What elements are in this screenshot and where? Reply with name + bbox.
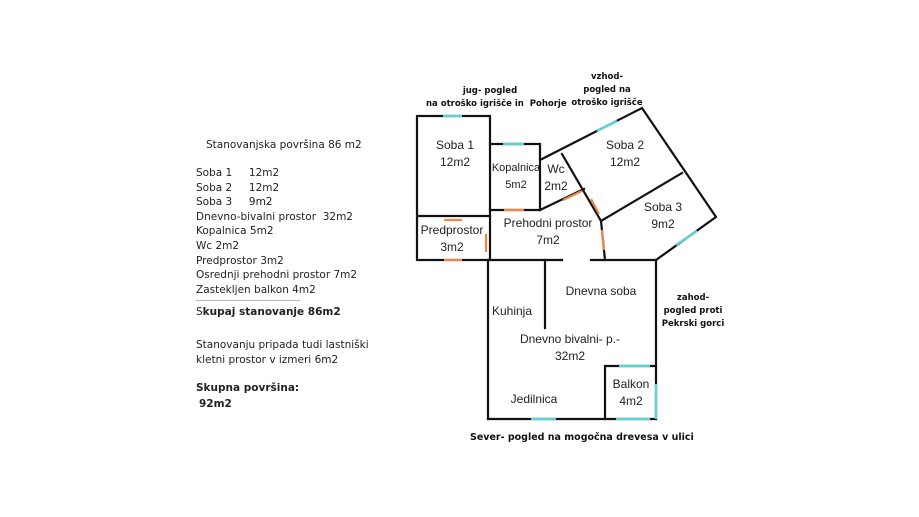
- room-dnevna-soba: Dnevna soba: [560, 283, 642, 300]
- room-wc: Wc 2m2: [540, 161, 572, 195]
- room-area: 32m2: [554, 349, 586, 363]
- room-name: Predprostor: [420, 223, 484, 237]
- room-soba2: Soba 2 12m2: [594, 137, 656, 171]
- room-area: 5m2: [505, 179, 527, 191]
- area-item-prehodni: Osrednji prehodni prostor 7m2: [196, 269, 358, 282]
- total-living-area: Skupaj stanovanje 86m2: [196, 305, 341, 320]
- grand-total-label: Skupna površina:: [196, 382, 300, 394]
- south-line1: jug- pogled: [462, 86, 518, 96]
- room-area: 9m2: [651, 217, 675, 231]
- basement-note-line1: Stanovanju pripada tudi lastniški: [196, 339, 369, 351]
- wall-wc-soba2: [560, 152, 603, 223]
- area-item-soba2: Soba 2 12m2: [196, 181, 280, 194]
- grand-total-value: 92m2: [199, 398, 232, 410]
- windows: [443, 114, 698, 421]
- room-balkon: Balkon 4m2: [606, 376, 656, 410]
- room-prehodni: Prehodni prostor 7m2: [502, 215, 594, 249]
- room-kuhinja: Kuhinja: [489, 303, 535, 320]
- doors: [444, 190, 606, 262]
- west-line2: pogled proti: [663, 306, 723, 316]
- basement-note: Stanovanju pripada tudi lastniški kletni…: [196, 338, 369, 368]
- room-name: Soba 2: [605, 138, 645, 152]
- south-view-label: jug- pogled na otroško igrišče in Pohorj…: [426, 85, 567, 111]
- room-name: Dnevna soba: [565, 284, 637, 298]
- area-item-wc: Wc 2m2: [196, 239, 240, 252]
- grand-total: Skupna površina: 92m2: [196, 380, 299, 412]
- area-item-balkon: Zastekljen balkon 4m2: [196, 283, 316, 296]
- north-view-label: Sever- pogled na mogočna drevesa v ulici: [470, 432, 694, 443]
- room-name: Soba 3: [643, 200, 683, 214]
- west-line3: Pekrski gorci: [661, 319, 725, 329]
- east-line3: otroško igrišče: [571, 98, 643, 108]
- east-line2: pogled na: [583, 85, 631, 95]
- area-item-dnevno-bivalni: Dnevno-bivalni prostor 32m2: [196, 210, 353, 223]
- room-name: Wc: [547, 162, 565, 176]
- total-prefix: S: [196, 306, 203, 318]
- door-wc: [562, 190, 583, 201]
- living-area-title: Stanovanjska površina 86 m2: [206, 139, 362, 151]
- room-dnevno-bivalni: Dnevno bivalni- p.- 32m2: [515, 331, 625, 365]
- room-area: 3m2: [440, 240, 464, 254]
- east-line1: vzhod-: [591, 72, 623, 82]
- room-name: Balkon: [612, 377, 650, 391]
- window-soba2: [596, 119, 618, 133]
- room-area-list: Soba 1 12m2 Soba 2 12m2 Soba 3 9m2 Dnevn…: [196, 166, 357, 297]
- area-item-predprostor: Predprostor 3m2: [196, 254, 284, 267]
- area-item-soba1: Soba 1 12m2: [196, 167, 280, 179]
- east-view-label: vzhod- pogled na otroško igrišče: [565, 71, 649, 110]
- room-name: Dnevno bivalni- p.-: [519, 332, 621, 346]
- room-area: 12m2: [609, 155, 641, 169]
- room-name: Soba 1: [435, 138, 475, 152]
- room-soba1: Soba 1 12m2: [424, 137, 486, 171]
- south-line2: na otroško igrišče in Pohorje: [426, 99, 567, 109]
- room-name: Kopalnica: [491, 162, 541, 174]
- window-soba3: [675, 230, 698, 246]
- west-line1: zahod-: [676, 293, 710, 303]
- door-soba2: [590, 198, 600, 215]
- room-area: 4m2: [619, 394, 643, 408]
- room-jedilnica: Jedilnica: [506, 391, 562, 408]
- area-item-soba3: Soba 3 9m2: [196, 196, 273, 209]
- room-name: Jedilnica: [510, 392, 558, 406]
- wall-soba2-soba3: [599, 171, 684, 223]
- area-item-kopalnica: Kopalnica 5m2: [196, 225, 274, 238]
- room-predprostor: Predprostor 3m2: [418, 222, 486, 256]
- door-soba3: [600, 229, 606, 251]
- west-view-label: zahod- pogled proti Pekrski gorci: [660, 292, 726, 331]
- room-name: Kuhinja: [491, 304, 533, 318]
- room-soba3: Soba 3 9m2: [632, 199, 694, 233]
- room-kopalnica: Kopalnica 5m2: [489, 160, 543, 194]
- summary-divider: [196, 300, 300, 301]
- room-area: 2m2: [544, 179, 568, 193]
- basement-note-line2: kletni prostor v izmeri 6m2: [196, 354, 339, 366]
- room-area: 7m2: [536, 233, 560, 247]
- total-rest: kupaj stanovanje 86m2: [202, 306, 341, 318]
- room-name: Prehodni prostor: [503, 216, 593, 230]
- room-area: 12m2: [439, 155, 471, 169]
